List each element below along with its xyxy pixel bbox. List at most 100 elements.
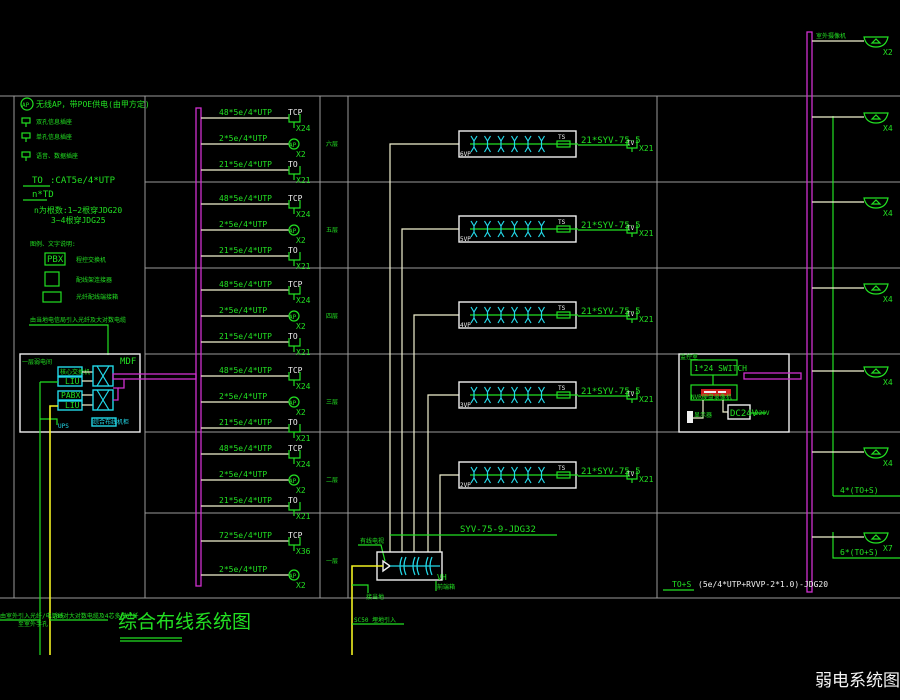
- outlet-qty: X21: [639, 395, 654, 404]
- tap-icon: [510, 220, 519, 238]
- outlet-qty: X21: [639, 229, 654, 238]
- tap-icon: [470, 306, 478, 324]
- tv-outlet-icon[interactable]: TV: [626, 225, 638, 237]
- splitter-label: TS: [558, 305, 566, 312]
- splitter-icon: [556, 225, 571, 233]
- tap-icon: [537, 135, 546, 153]
- tap-icon: [497, 220, 505, 238]
- camera-top-note: 室外摄像机: [816, 32, 846, 40]
- mdf-room[interactable]: 由当地电信局引入光纤及大对数电缆 一层弱电间 MDF 核心交换机 LIU PAB…: [19, 316, 141, 433]
- ap-outlet-icon[interactable]: AP: [288, 396, 300, 408]
- catv-source-label: 有线电视: [360, 537, 384, 545]
- camera-outlet[interactable]: X4: [812, 366, 893, 387]
- mdf-incoming-note: 由当地电信局引入光纤及大对数电缆: [30, 316, 126, 324]
- ap-outlet-icon[interactable]: AP: [288, 310, 300, 322]
- mdf-device-label: PABX: [61, 391, 80, 400]
- outlet-qty: X24: [296, 460, 311, 469]
- outlet-type: TCP: [288, 280, 303, 289]
- tcp-outlet-icon[interactable]: TCP: [288, 366, 303, 386]
- outlet-type: AP: [289, 478, 297, 485]
- tv-outlet-icon[interactable]: TV: [626, 140, 638, 152]
- tap-icon: [510, 466, 519, 484]
- camera-outlet[interactable]: X4: [812, 447, 893, 468]
- catv-feed-line: [427, 394, 459, 552]
- outlet-qty: X24: [296, 124, 311, 133]
- tap-icon: [483, 135, 492, 153]
- tcp-outlet-icon[interactable]: TCP: [288, 531, 303, 551]
- dc24v-supply[interactable]: [727, 404, 751, 420]
- legend-ntd: n*TD: [32, 190, 54, 200]
- outlet-qty: X21: [639, 315, 654, 324]
- catv-feed-line: [439, 474, 459, 552]
- sheet-title: 弱电系统图: [815, 671, 900, 691]
- camera-legend-code: TO+S: [672, 580, 691, 589]
- ap-outlet-icon[interactable]: AP: [288, 569, 300, 581]
- camera-outlet[interactable]: X4: [812, 283, 893, 304]
- ap-outlet-icon[interactable]: AP: [288, 224, 300, 236]
- to-outlet-icon[interactable]: TO: [288, 496, 301, 516]
- dome-camera-icon: [863, 447, 889, 459]
- nvr-label: NVR硬盘录像机: [691, 393, 732, 401]
- tcp-outlet-icon[interactable]: TCP: [288, 444, 303, 464]
- camera-outlet[interactable]: X4: [812, 112, 893, 133]
- dome-camera-icon: [863, 366, 889, 378]
- ap-outlet-icon[interactable]: AP: [288, 474, 300, 486]
- external-note: 100对大对数电缆及4芯多模光纤: [52, 612, 138, 620]
- mdf-room-label: 一层弱电间: [22, 358, 52, 366]
- splitter-icon: [556, 471, 571, 479]
- tap-icon: [483, 306, 492, 324]
- outlet-qty: X24: [296, 382, 311, 391]
- tap-icon: [510, 386, 519, 404]
- to-outlet-icon[interactable]: TO: [288, 332, 301, 352]
- splitter-icon: [556, 140, 571, 148]
- cable-spec: 48*5e/4*UTP: [219, 108, 272, 117]
- tap-icon: [537, 466, 546, 484]
- to-outlet-icon[interactable]: TO: [288, 418, 301, 438]
- nvr-unit[interactable]: [690, 384, 738, 401]
- external-note: 至室外手孔: [18, 620, 48, 628]
- tap-icon: [524, 306, 532, 324]
- camera-outlet[interactable]: X2: [812, 36, 893, 57]
- to-outlet-icon[interactable]: TO: [288, 246, 301, 266]
- network-switch[interactable]: [690, 359, 738, 376]
- dome-camera-icon: [863, 283, 889, 295]
- box-label: 4VP: [460, 322, 471, 329]
- camera-qty: X4: [883, 209, 893, 218]
- legend-pbx-label: 程控交换机: [76, 256, 106, 264]
- tcp-outlet-icon[interactable]: TCP: [288, 108, 303, 128]
- cctv-riser: [806, 31, 900, 593]
- outlet-qty: X24: [296, 296, 311, 305]
- ap-outlet-icon[interactable]: AP: [288, 138, 300, 150]
- outlet-qty: X21: [296, 512, 311, 521]
- tv-outlet-icon[interactable]: TV: [626, 391, 638, 403]
- tv-outlet-icon[interactable]: TV: [626, 471, 638, 483]
- tcp-outlet-icon[interactable]: TCP: [288, 194, 303, 214]
- legend: AP 无线AP，带POE供电(由甲方定) 双孔信息插座 单孔信息插座 语音、数据…: [20, 97, 150, 303]
- camera-outlet[interactable]: X4: [812, 197, 893, 218]
- monitoring-room[interactable]: 监控室 1*24 SWITCH NVR硬盘录像机 显示器 DC24V 220V: [678, 353, 802, 433]
- camera-legend-cable: (5e/4*UTP+RVVP-2*1.0)-JDG20: [698, 580, 828, 589]
- monitor-label: 显示器: [694, 412, 712, 419]
- camera-outlet[interactable]: X7: [812, 532, 893, 553]
- to-outlet-icon[interactable]: TO: [288, 160, 301, 180]
- tv-outlet-icon[interactable]: TV: [626, 311, 638, 323]
- outlet-type: TO: [288, 418, 298, 427]
- legend-conduit-line: n为根数:1~2根穿JDG20: [34, 205, 122, 215]
- splitter-label: TS: [558, 134, 566, 141]
- catv-cable: 21*SYV-75-5: [581, 307, 641, 317]
- camera-pack-note: 4*(TO+S): [840, 486, 879, 495]
- cable-spec: 2*5e/4*UTP: [219, 392, 267, 401]
- outlet-type: TO: [288, 246, 298, 255]
- outlet-type: AP: [289, 314, 297, 321]
- tcp-outlet-icon[interactable]: TCP: [288, 280, 303, 300]
- legend-symbol-label: 双孔信息插座: [36, 118, 72, 126]
